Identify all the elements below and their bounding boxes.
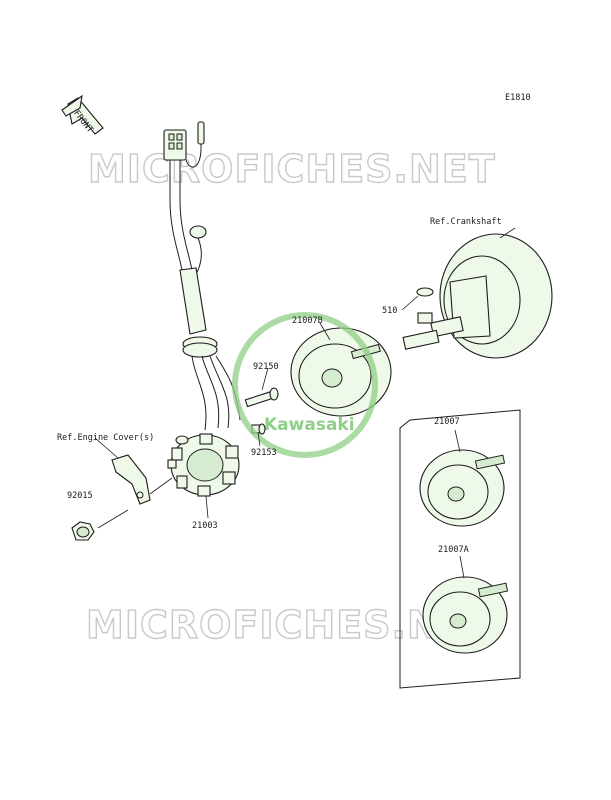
- part-label-21003: 21003: [192, 521, 218, 531]
- part-label-21007: 21007: [434, 417, 460, 427]
- part-label-21007B: 21007B: [292, 316, 323, 326]
- nut-92015: [71, 509, 129, 541]
- part-label-92150: 92150: [253, 362, 279, 372]
- leader-lines: [94, 227, 516, 579]
- kawasaki-logo-text: Kawasaki: [264, 415, 355, 435]
- part-label-92015: 92015: [67, 491, 93, 501]
- ref-engine-cover-label: Ref.Engine Cover(s): [57, 433, 154, 443]
- bolt-92150: [244, 387, 279, 408]
- watermark-top: MICROFICHES.NET: [88, 147, 496, 191]
- kawasaki-logo: Kawasaki: [232, 312, 378, 458]
- wiring-harness: [163, 121, 241, 431]
- front-arrow-icon: [61, 94, 104, 135]
- engine-cover-bracket: [111, 454, 173, 505]
- rotor-options-box: [399, 409, 521, 689]
- rotor-21007: [419, 449, 506, 527]
- part-label-21007A: 21007A: [438, 545, 469, 555]
- crankshaft: [402, 233, 553, 359]
- part-label-510: 510: [382, 306, 397, 316]
- stator-21003: [167, 433, 240, 497]
- rotor-21007A: [422, 576, 509, 654]
- diagram-code: E1810: [505, 93, 531, 103]
- ref-crankshaft-label: Ref.Crankshaft: [430, 217, 502, 227]
- part-label-92153: 92153: [251, 448, 277, 458]
